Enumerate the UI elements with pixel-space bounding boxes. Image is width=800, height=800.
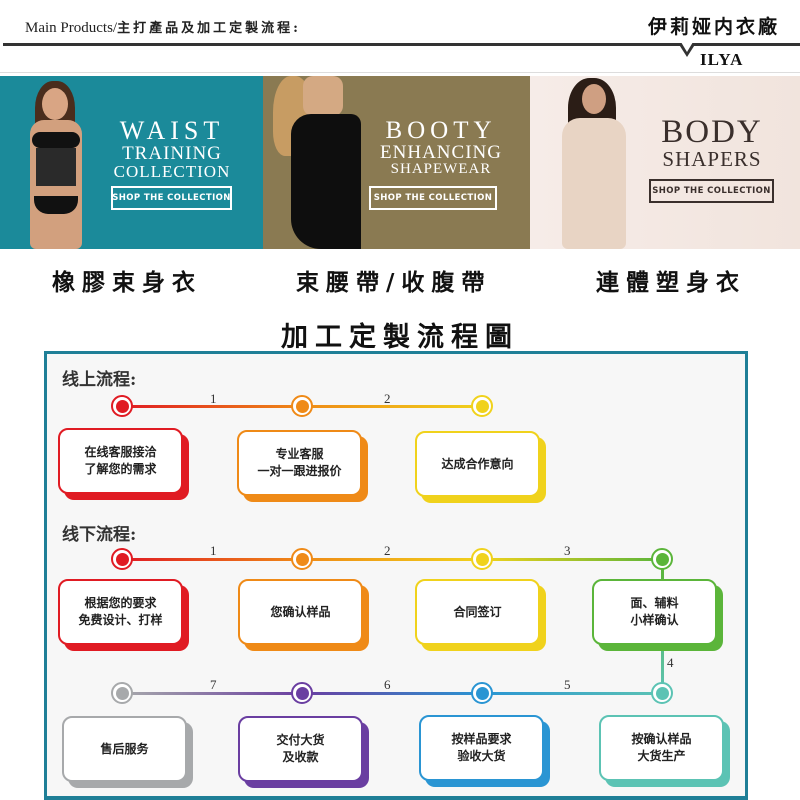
- connector: [482, 692, 662, 695]
- step-number: 1: [210, 391, 217, 406]
- offline-step-card: 根据您的要求 免费设计、打样: [58, 579, 189, 651]
- banner-body-shapers[interactable]: BODY SHAPERS SHOP THE COLLECTION: [530, 76, 800, 249]
- panel-bottom-border: [44, 796, 748, 800]
- step-number: 6: [384, 677, 391, 692]
- offline-step-card: 交付大货 及收款: [238, 716, 369, 788]
- banner-heading: BOOTY ENHANCING SHAPEWEAR: [380, 117, 502, 177]
- step-node: [111, 682, 133, 704]
- offline-step-card: 售后服务: [62, 716, 193, 788]
- step-node: [291, 395, 313, 417]
- online-step-card: 达成合作意向: [415, 431, 546, 503]
- step-node: [651, 548, 673, 570]
- header-title-en: Main Products/: [25, 20, 118, 36]
- offline-step-card: 您确认样品: [238, 579, 369, 651]
- online-process-title: 线上流程:: [62, 370, 137, 390]
- step-node: [291, 548, 313, 570]
- step-number: 1: [210, 543, 217, 558]
- offline-step-card: 按确认样品 大货生产: [599, 715, 730, 787]
- offline-step-card: 面、辅料 小样确认: [592, 579, 723, 651]
- step-node: [471, 548, 493, 570]
- connector: [302, 558, 482, 561]
- step-node: [471, 395, 493, 417]
- online-step-card: 在线客服接洽 了解您的需求: [58, 428, 189, 500]
- flow-chart-title: 加工定製流程圖: [281, 322, 519, 353]
- caption-bodysuit-shaper: 連體塑身衣: [596, 269, 746, 296]
- connector: [302, 405, 482, 408]
- caption-waist-belt: 束腰帶/收腹帶: [296, 269, 492, 296]
- banner-heading: WAIST TRAINING COLLECTION: [113, 116, 231, 181]
- header-notch-icon: [678, 42, 696, 57]
- caption-latex-waist-trainer: 橡膠束身衣: [52, 269, 202, 296]
- shop-collection-button[interactable]: SHOP THE COLLECTION: [649, 179, 774, 203]
- brand-name-cn: 伊莉娅内衣廠: [648, 16, 781, 38]
- model-image: [546, 76, 636, 249]
- offline-step-card: 合同签订: [415, 579, 546, 651]
- step-node: [291, 682, 313, 704]
- header-thin-divider: [0, 72, 800, 73]
- step-number: 3: [564, 543, 571, 558]
- header-divider: [3, 43, 800, 46]
- shop-collection-button[interactable]: SHOP THE COLLECTION: [111, 186, 232, 210]
- shop-collection-button[interactable]: SHOP THE COLLECTION: [369, 186, 497, 210]
- offline-step-card: 按样品要求 验收大货: [419, 715, 550, 787]
- page-header-title: Main Products/主打產品及加工定製流程:: [25, 17, 301, 37]
- banner-heading: BODY SHAPERS: [661, 114, 763, 171]
- step-node: [471, 682, 493, 704]
- step-number: 2: [384, 391, 391, 406]
- product-banners: WAIST TRAINING COLLECTION SHOP THE COLLE…: [0, 76, 800, 249]
- offline-process-title: 线下流程:: [62, 525, 137, 545]
- connector: [482, 558, 662, 561]
- model-image: [273, 76, 373, 249]
- step-number: 5: [564, 677, 571, 692]
- connector: [122, 558, 302, 561]
- connector: [122, 405, 302, 408]
- online-step-card: 专业客服 一对一跟进报价: [237, 430, 368, 502]
- step-number: 2: [384, 543, 391, 558]
- step-node: [111, 548, 133, 570]
- banner-booty-enhancing[interactable]: BOOTY ENHANCING SHAPEWEAR SHOP THE COLLE…: [263, 76, 530, 249]
- step-node: [651, 682, 673, 704]
- model-image: [22, 76, 92, 249]
- step-number: 7: [210, 677, 217, 692]
- step-node: [111, 395, 133, 417]
- connector: [302, 692, 482, 695]
- step-number: 4: [667, 655, 674, 670]
- header-title-cn: 主打產品及加工定製流程:: [117, 21, 301, 36]
- connector: [122, 692, 302, 695]
- banner-waist-training[interactable]: WAIST TRAINING COLLECTION SHOP THE COLLE…: [0, 76, 263, 249]
- brand-name-en: ILYA: [700, 50, 744, 69]
